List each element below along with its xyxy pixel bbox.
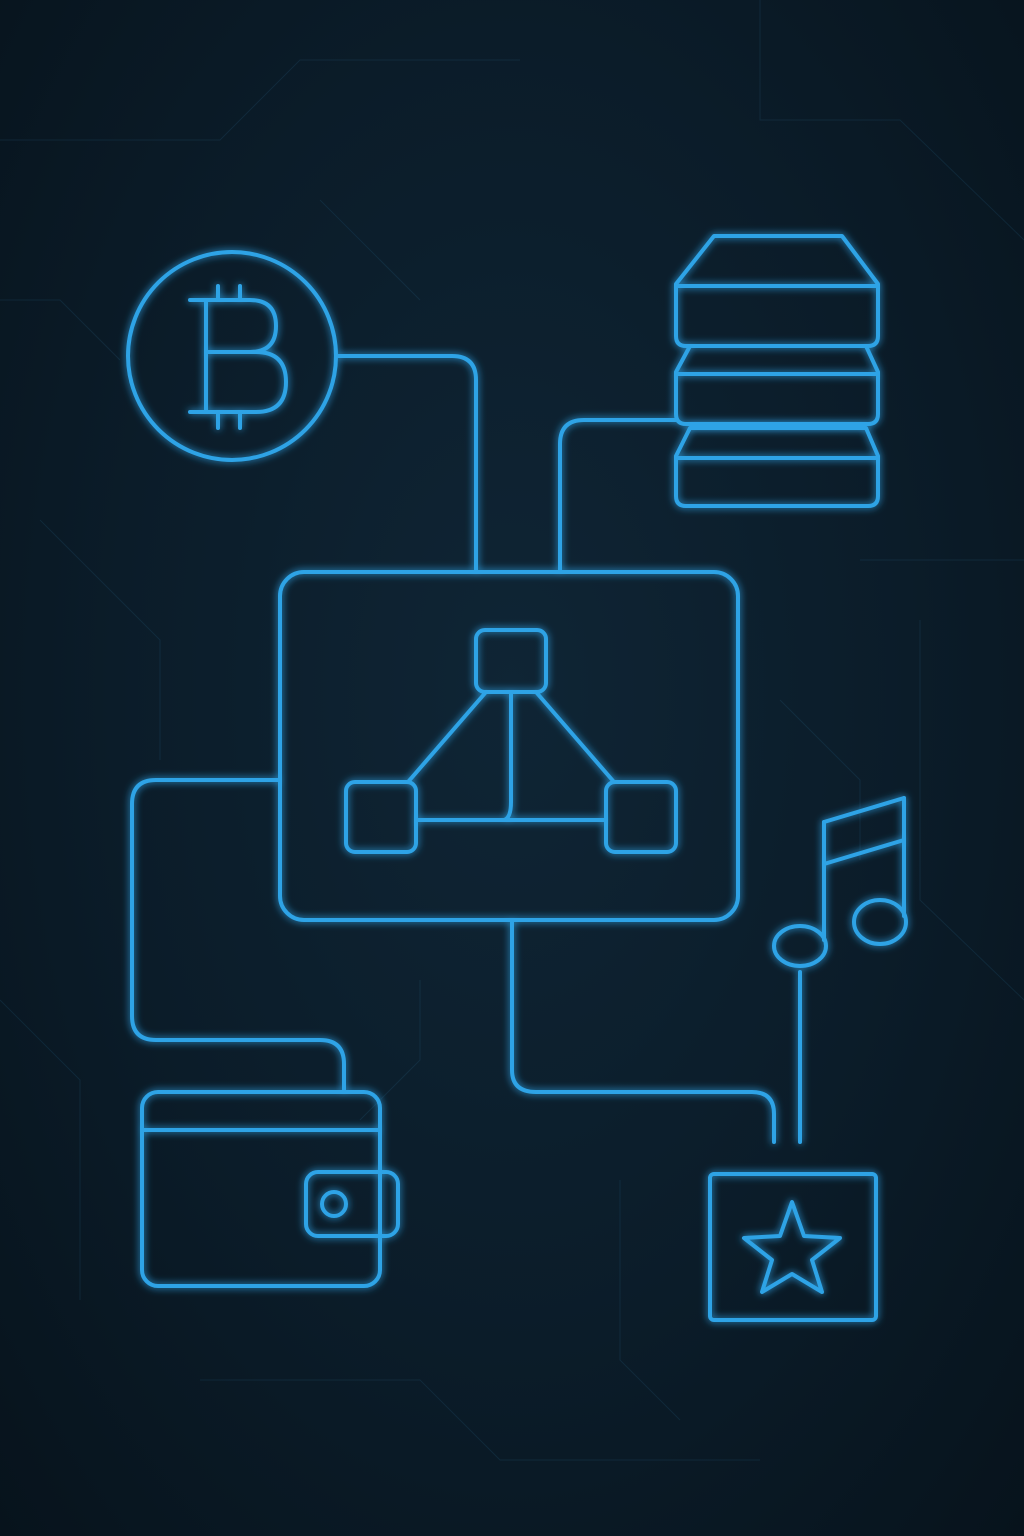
music-note-icon	[772, 796, 908, 968]
connector-bitcoin-hub	[336, 354, 478, 574]
connector-hub-wallet	[130, 778, 346, 1092]
connector-hub-star	[510, 918, 776, 1144]
bitcoin-icon	[126, 250, 338, 462]
star-icon	[742, 1200, 842, 1294]
network-hub-icon	[278, 570, 740, 922]
hub-node-left	[344, 780, 418, 854]
wallet-icon	[140, 1090, 400, 1288]
bitcoin-symbol	[188, 284, 288, 430]
background-traces	[0, 0, 1024, 1461]
hub-node-right	[604, 780, 678, 854]
hub-node-top	[474, 628, 548, 694]
star-card-icon	[708, 1172, 878, 1322]
wallet-clasp	[304, 1170, 400, 1238]
server-stack-icon	[674, 234, 880, 508]
hub-frame	[278, 570, 740, 922]
connector-server-hub	[558, 418, 678, 574]
